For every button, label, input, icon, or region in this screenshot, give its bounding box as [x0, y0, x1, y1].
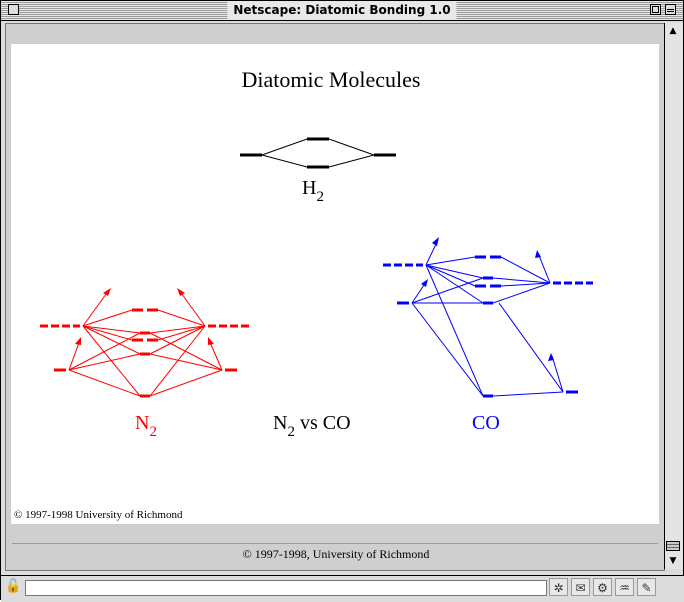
comparison-label: N2 vs CO — [273, 412, 351, 440]
n2-label: N2 — [135, 412, 157, 440]
scroll-up-arrow-icon[interactable]: ▲ — [669, 26, 677, 36]
footer-copyright: © 1997-1998, University of Richmond — [242, 547, 430, 561]
window-title: Netscape: Diatomic Bonding 1.0 — [227, 2, 457, 19]
scroll-down-arrow-icon[interactable]: ▼ — [669, 556, 677, 566]
security-lock-icon[interactable]: 🔓 — [5, 579, 22, 594]
close-box-icon[interactable] — [8, 4, 19, 15]
co-label: CO — [472, 412, 500, 434]
content-frame: Diatomic Molecules H2 — [5, 23, 665, 571]
bonding-diagram: Diatomic Molecules H2 — [40, 67, 593, 440]
status-bar: 🔓 ✲ ✉ ⚙ ♒ ✎ — [1, 575, 684, 602]
composer-icon[interactable]: ✎ — [637, 578, 656, 596]
connection-icon[interactable]: ♒ — [615, 578, 634, 596]
status-icon-group: ✲ ✉ ⚙ ♒ ✎ — [549, 578, 656, 596]
security-icon[interactable]: ✲ — [549, 578, 568, 596]
title-bar[interactable]: Netscape: Diatomic Bonding 1.0 — [1, 1, 683, 21]
co-diagram — [383, 237, 593, 398]
status-text-field — [25, 580, 547, 596]
h2-label: H2 — [302, 177, 324, 205]
n2-diagram — [40, 288, 249, 398]
zoom-box-icon[interactable] — [650, 4, 661, 15]
scroll-thumb[interactable] — [666, 541, 680, 551]
page-title: Diatomic Molecules — [241, 67, 420, 92]
inner-copyright: © 1997-1998 University of Richmond — [14, 509, 183, 521]
vertical-scrollbar[interactable]: ▲ ▼ — [664, 23, 682, 569]
footer-divider — [12, 543, 658, 544]
collapse-box-icon[interactable] — [665, 4, 676, 15]
component-icon[interactable]: ⚙ — [593, 578, 612, 596]
mail-icon[interactable]: ✉ — [571, 578, 590, 596]
page-content: Diatomic Molecules H2 — [11, 44, 659, 524]
h2-diagram — [240, 137, 396, 169]
